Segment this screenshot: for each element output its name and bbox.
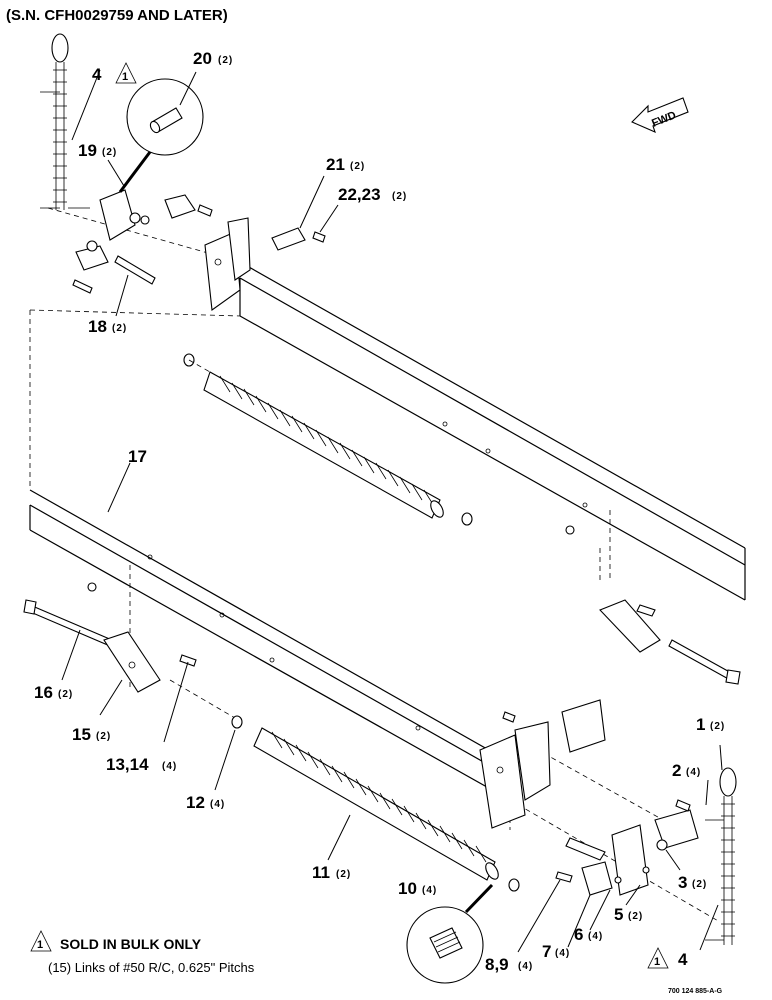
lower-left-hardware	[23, 582, 197, 693]
right-upper-hardware	[565, 525, 741, 685]
callout-20: 20 (2)	[193, 49, 233, 68]
svg-text:(2): (2)	[392, 191, 407, 202]
callout-1: 1 (2)	[696, 715, 725, 734]
svg-text:4: 4	[678, 950, 688, 969]
flag-triangle-icon	[30, 930, 52, 952]
svg-text:21: 21	[326, 155, 345, 174]
serial-number-note: (S.N. CFH0029759 AND LATER)	[6, 7, 228, 24]
svg-text:4: 4	[92, 65, 102, 84]
callout-7: 7 (4)	[542, 942, 570, 961]
svg-text:16: 16	[34, 683, 53, 702]
lower-right-hardware	[479, 699, 699, 896]
svg-text:13,14: 13,14	[106, 755, 149, 774]
svg-text:19: 19	[78, 141, 97, 160]
svg-text:(2): (2)	[218, 55, 233, 66]
svg-text:(2): (2)	[336, 869, 351, 880]
detail-callout-20	[118, 78, 204, 193]
callout-4-upper: 4 1	[92, 62, 137, 84]
svg-text:(2): (2)	[628, 911, 643, 922]
legend-title: SOLD IN BULK ONLY	[60, 936, 202, 952]
svg-text:3: 3	[678, 873, 687, 892]
leader-lines	[61, 69, 723, 953]
callout-17: 17	[128, 447, 147, 466]
callout-10: 10 (4)	[398, 879, 437, 898]
svg-text:15: 15	[72, 725, 91, 744]
callout-6: 6 (4)	[574, 925, 603, 944]
svg-text:6: 6	[574, 925, 583, 944]
callout-5: 5 (2)	[614, 905, 643, 924]
svg-text:7: 7	[542, 942, 551, 961]
callout-labels: 20 (2) 4 1 19 (2) 21 (2) 22,23 (2) 18 (2…	[34, 49, 725, 974]
svg-text:(2): (2)	[692, 879, 707, 890]
callout-15: 15 (2)	[72, 725, 111, 744]
upper-tube	[239, 261, 746, 601]
callout-3: 3 (2)	[678, 873, 707, 892]
svg-text:1: 1	[696, 715, 705, 734]
svg-text:1: 1	[654, 956, 660, 968]
svg-text:(4): (4)	[162, 761, 177, 772]
svg-text:1: 1	[122, 71, 128, 83]
svg-text:20: 20	[193, 49, 212, 68]
svg-text:(4): (4)	[518, 961, 533, 972]
svg-text:(4): (4)	[686, 767, 701, 778]
svg-text:(4): (4)	[422, 885, 437, 896]
lower-tube	[29, 489, 511, 801]
callout-12: 12 (4)	[186, 793, 225, 812]
svg-text:(2): (2)	[112, 323, 127, 334]
svg-text:10: 10	[398, 879, 417, 898]
callout-16: 16 (2)	[34, 683, 73, 702]
callout-4-lower: 1 4	[647, 947, 688, 969]
callout-2: 2 (4)	[672, 761, 701, 780]
svg-text:12: 12	[186, 793, 205, 812]
bulk-note-legend: 1 SOLD IN BULK ONLY (15) Links of #50 R/…	[30, 930, 255, 975]
callout-11: 11 (2)	[312, 863, 351, 882]
svg-text:8,9: 8,9	[485, 955, 509, 974]
svg-text:18: 18	[88, 317, 107, 336]
legend-detail: (15) Links of #50 R/C, 0.625" Pitchs	[48, 960, 255, 975]
svg-text:11: 11	[312, 863, 330, 882]
callout-22-23: 22,23 (2)	[338, 185, 407, 204]
svg-text:(4): (4)	[588, 931, 603, 942]
svg-text:(2): (2)	[96, 731, 111, 742]
callout-8-9: 8,9 (4)	[485, 955, 533, 974]
callout-13-14: 13,14 (4)	[106, 755, 177, 774]
lower-spring	[231, 715, 520, 892]
upper-spring	[183, 353, 473, 526]
callout-18: 18 (2)	[88, 317, 127, 336]
svg-text:17: 17	[128, 447, 147, 466]
svg-text:22,23: 22,23	[338, 185, 381, 204]
svg-text:(2): (2)	[58, 689, 73, 700]
forward-direction-arrow: FWD	[631, 97, 689, 133]
legend-flag-number: 1	[37, 939, 43, 951]
callout-21: 21 (2)	[326, 155, 365, 174]
svg-text:(4): (4)	[210, 799, 225, 810]
upper-left-hardware	[72, 189, 326, 311]
svg-text:5: 5	[614, 905, 623, 924]
left-chain-upper	[40, 33, 90, 210]
svg-text:2: 2	[672, 761, 681, 780]
detail-callout-10	[406, 883, 494, 984]
svg-text:(2): (2)	[350, 161, 365, 172]
callout-19: 19 (2)	[78, 141, 117, 160]
drawing-code: 700 124 885-A-G	[668, 988, 723, 995]
svg-text:(2): (2)	[710, 721, 725, 732]
right-chain-lower	[705, 767, 737, 945]
svg-text:(2): (2)	[102, 147, 117, 158]
svg-text:(4): (4)	[555, 948, 570, 959]
